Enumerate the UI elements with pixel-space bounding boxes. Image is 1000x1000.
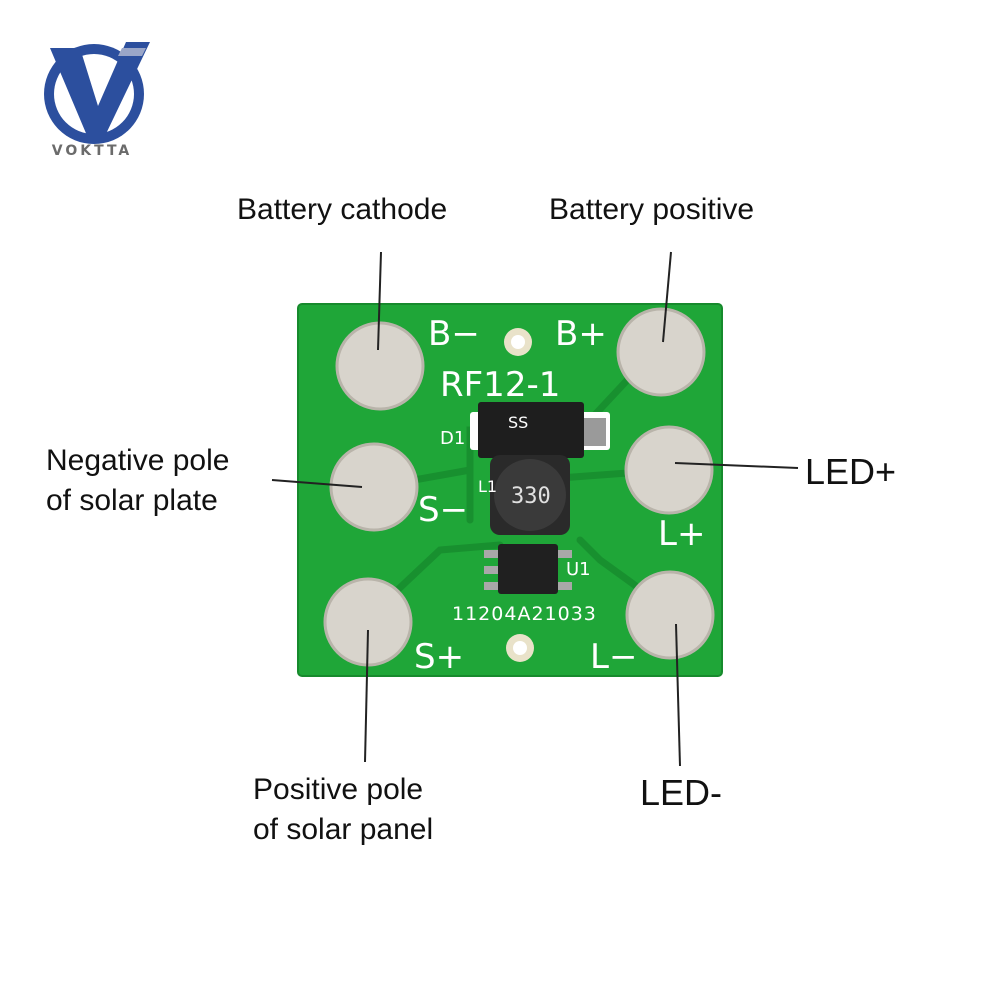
- pad-l-minus: [625, 570, 715, 660]
- logo-accent: [118, 48, 146, 56]
- label-u1: U1: [566, 559, 591, 580]
- pad-s-minus: [329, 442, 419, 532]
- inductor-core: [494, 459, 566, 531]
- diode-marking: SS: [508, 413, 528, 432]
- label-l-plus: L+: [658, 514, 705, 554]
- callout-led-plus: LED+: [805, 451, 897, 492]
- brand-name: VOKTTA: [51, 143, 133, 159]
- label-s-plus: S+: [414, 637, 464, 677]
- pad-l-plus: [624, 425, 714, 515]
- pad-b-minus: [335, 321, 425, 411]
- callout-positive-solar-line2: of solar panel: [253, 813, 434, 846]
- callout-negative-solar-line2: of solar plate: [46, 484, 218, 517]
- voktta-logo: [44, 42, 150, 144]
- label-l1: L1: [478, 477, 497, 496]
- callout-positive-solar-line1: Positive pole: [253, 773, 424, 806]
- inductor-marking: 330: [511, 484, 551, 509]
- logo-v-mark: [50, 42, 150, 138]
- label-s-minus: S−: [418, 490, 468, 530]
- mounting-hole-top-center: [511, 335, 525, 349]
- board-serial: 11204A21033: [452, 603, 597, 625]
- label-d1: D1: [440, 428, 465, 449]
- pad-s-plus: [323, 577, 413, 667]
- board-model: RF12-1: [440, 365, 560, 405]
- callout-negative-solar-line1: Negative pole: [46, 444, 230, 477]
- diode-body: [478, 402, 584, 458]
- pad-b-plus: [616, 307, 706, 397]
- label-b-minus: B−: [428, 314, 480, 354]
- callout-battery-cathode: Battery cathode: [237, 193, 448, 226]
- pcb-edge: [297, 303, 723, 677]
- ic-body: [498, 544, 558, 594]
- ic-pins: [484, 550, 572, 590]
- callout-battery-positive: Battery positive: [549, 193, 755, 226]
- diode-lead: [584, 418, 606, 446]
- label-l-minus: L−: [590, 637, 637, 677]
- label-b-plus: B+: [555, 314, 607, 354]
- callout-led-minus: LED-: [640, 772, 723, 813]
- mounting-hole-bottom-center: [513, 641, 527, 655]
